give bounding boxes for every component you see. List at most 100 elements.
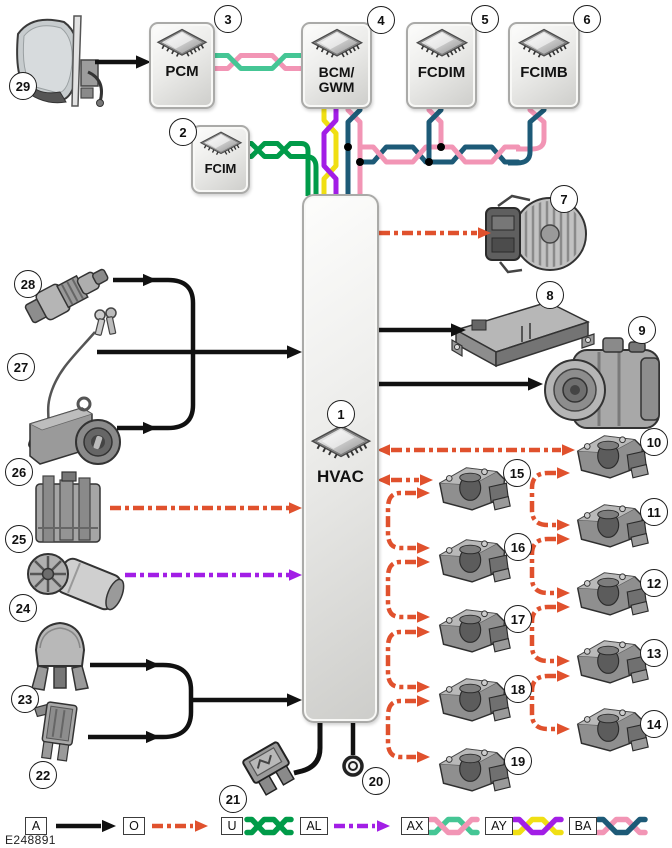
callout-24: 24 <box>9 594 37 622</box>
callout-7: 7 <box>550 185 578 213</box>
callout-12: 12 <box>640 569 668 597</box>
blower-motor-illustration <box>485 194 587 274</box>
callout-14: 14 <box>640 710 668 738</box>
bcm-label-line2: GWM <box>318 79 355 95</box>
module-bcm-gwm: BCM/ GWM <box>301 22 372 109</box>
module-fcdim: FCDIM <box>406 22 477 109</box>
sunload-sensor-clip-illustration <box>33 701 78 762</box>
lin-chain-outer <box>529 536 556 596</box>
actuator-15 <box>438 467 511 511</box>
arrowhead <box>557 655 570 667</box>
figure-code: E248891 <box>5 833 56 847</box>
arrowhead <box>287 693 302 707</box>
actuator-18 <box>438 678 511 722</box>
actuator-11 <box>576 504 649 548</box>
callout-13: 13 <box>640 639 668 667</box>
legend-code-o: O <box>123 817 145 835</box>
legend-u-pair <box>244 816 294 836</box>
legend-ax-pair <box>427 816 480 836</box>
module-fcimb: FCIMB <box>508 22 580 109</box>
callout-22: 22 <box>29 761 57 789</box>
actuator-19 <box>438 748 511 792</box>
arrowhead <box>287 345 302 359</box>
arrowhead <box>417 681 430 693</box>
callout-21: 21 <box>219 785 247 813</box>
callout-15: 15 <box>503 459 531 487</box>
actuator-16 <box>438 539 511 583</box>
wire-u-corner <box>297 154 319 196</box>
callout-8: 8 <box>536 281 564 309</box>
lin-chain-inner <box>385 698 416 760</box>
arrowhead <box>195 820 208 832</box>
callout-3: 3 <box>214 5 242 33</box>
arrowhead <box>417 751 430 763</box>
ignition-lock-actuator-illustration <box>29 396 121 465</box>
arrowhead <box>557 670 570 682</box>
actuator-12 <box>576 572 649 616</box>
junction-dot <box>425 158 433 166</box>
ambient-temp-sensor-illustration <box>24 268 109 324</box>
junction-dot <box>356 158 364 166</box>
arrowhead <box>289 502 302 514</box>
callout-29: 29 <box>9 72 37 100</box>
callout-6: 6 <box>573 5 601 33</box>
arrowhead <box>417 542 430 554</box>
arrowhead <box>557 519 570 531</box>
actuator-17 <box>438 609 511 653</box>
legend-code-al: AL <box>300 817 328 835</box>
legend-ba-pair <box>595 816 648 836</box>
chip-icon <box>310 27 364 65</box>
in-car-temp-sensor-illustration <box>31 621 89 691</box>
arrowhead <box>417 611 430 623</box>
arrowhead <box>528 377 543 391</box>
callout-27: 27 <box>7 353 35 381</box>
arrowhead <box>417 695 430 707</box>
legend-code-a: A <box>25 817 47 835</box>
blower-control-module-illustration <box>451 301 595 368</box>
module-pcm-label: PCM <box>165 63 199 80</box>
arrowhead <box>557 587 570 599</box>
arrowhead <box>146 658 160 672</box>
module-pcm: PCM <box>149 22 215 109</box>
arrowhead <box>377 820 390 832</box>
legend-code-ba: BA <box>569 817 597 835</box>
module-fcim: FCIM <box>191 125 250 194</box>
chip-icon <box>310 423 372 467</box>
callout-19: 19 <box>504 747 532 775</box>
wire-28 <box>113 277 196 352</box>
callout-5: 5 <box>471 5 499 33</box>
junction-dot <box>437 143 445 151</box>
callout-18: 18 <box>504 675 532 703</box>
callout-28: 28 <box>14 270 42 298</box>
module-fcdim-label: FCDIM <box>417 64 466 81</box>
wire-ba-fcimb <box>508 104 547 166</box>
wire-u-fcim <box>242 141 300 159</box>
wire-u-corner <box>297 141 311 196</box>
legend-code-ax: AX <box>401 817 429 835</box>
arrowhead <box>143 421 157 435</box>
chip-icon <box>199 130 243 161</box>
aspirator-motor-illustration <box>27 553 125 611</box>
arrowhead <box>417 556 430 568</box>
module-hvac: HVAC <box>302 194 379 723</box>
arrowhead <box>377 474 390 486</box>
arrowhead <box>417 487 430 499</box>
lin-chain-inner <box>385 490 416 551</box>
wire-23 <box>90 662 194 700</box>
fuse-illustration <box>242 741 295 796</box>
callout-17: 17 <box>504 605 532 633</box>
arrowhead <box>289 569 302 581</box>
callout-4: 4 <box>367 6 395 34</box>
ground-ring-terminal <box>342 755 364 777</box>
module-bcm-gwm-label: BCM/ GWM <box>319 65 355 95</box>
callout-23: 23 <box>11 685 39 713</box>
wire-22 <box>88 700 194 740</box>
ac-compressor-illustration <box>544 337 660 429</box>
legend-ay-pair <box>511 816 564 836</box>
actuator-14 <box>576 708 649 752</box>
legend-code-u: U <box>221 817 243 835</box>
legend-code-ay: AY <box>485 817 513 835</box>
arrowhead <box>143 273 157 287</box>
